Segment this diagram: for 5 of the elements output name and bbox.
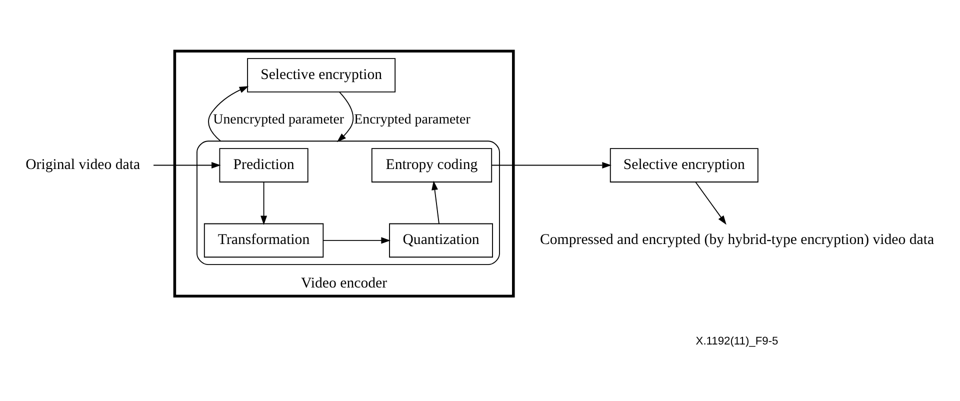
- label: X.1192(11)_F9-5: [696, 334, 778, 347]
- node-text: Compressed and encrypted (by hybrid-type encryption) video data: [540, 231, 934, 248]
- edge-label: Unencrypted parameter: [213, 112, 344, 128]
- edge-label: Encrypted parameter: [354, 112, 470, 128]
- node-text: Original video data: [26, 156, 140, 172]
